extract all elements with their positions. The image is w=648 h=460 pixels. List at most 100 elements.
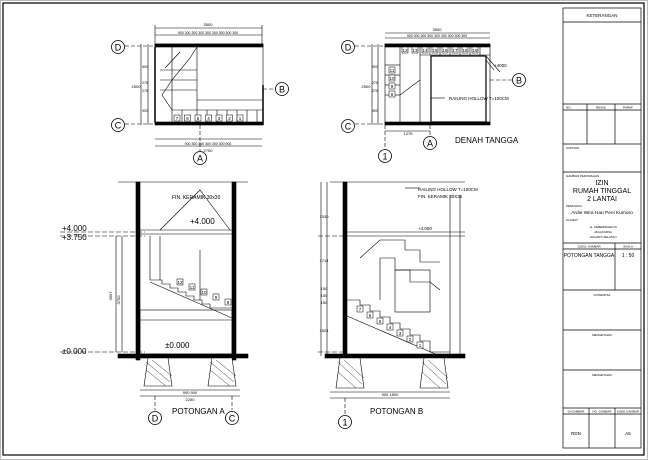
tb-kode-gambar: KODE GAMBAR — [617, 410, 640, 414]
step-marker-box — [431, 46, 439, 54]
step-marker: 4 — [389, 325, 392, 330]
tb-project-title-2: RUMAH TINGGAL — [573, 188, 631, 195]
tb-kode-val: A5 — [625, 431, 631, 436]
axis-bubble-b — [512, 73, 526, 87]
step-marker: 14 — [422, 48, 428, 53]
step-marker-box — [451, 46, 459, 54]
step-marker-box — [441, 46, 449, 54]
plan-title: DENAH TANGGA — [455, 136, 519, 145]
frame-border — [2, 2, 645, 456]
axis-bubble-d — [111, 40, 125, 54]
step-marker-box — [212, 293, 220, 301]
dim-left-2: 275 — [372, 81, 378, 85]
plan-right — [355, 32, 512, 150]
step-marker-box — [205, 114, 212, 122]
dim-left-6: 1524 — [320, 328, 330, 333]
tb-pemohon: Ardie Wira Hari Peni Kumoro — [571, 210, 633, 216]
dim-bottom: 900 900 — [183, 390, 198, 395]
step-marker: 1 — [239, 116, 242, 121]
axis-bubble-b — [275, 82, 289, 96]
dim-top-total: 3500 — [204, 22, 214, 27]
level-0-left: ±0.000 — [62, 347, 87, 356]
axis-label-c: C — [229, 414, 236, 424]
dim-bottom-total: 2250 — [186, 397, 196, 402]
dim-left-1: 1030 — [320, 214, 330, 219]
railing-note: RAILING HOLLOW T=100CM — [418, 187, 478, 192]
step-marker: 1 — [419, 343, 422, 348]
dim-v1: 3997 — [108, 291, 113, 301]
dim-left-4: 150 — [321, 293, 328, 298]
section-a-labels: FIN. KERAMIK 30x30 +4.000 +4.000 +3.750 … — [62, 195, 239, 425]
section-b-hatch — [337, 359, 449, 389]
step-marker-box — [176, 278, 184, 286]
step-marker: 10 — [201, 290, 207, 295]
step-marker: 3 — [399, 331, 402, 336]
step-marker: 2 — [409, 337, 412, 342]
axis-bubble-d — [341, 40, 355, 54]
plan-left-axes: D C B A 3500 900 300 300 300 300 300 300… — [111, 22, 289, 165]
step-marker-box — [224, 298, 232, 306]
step-marker-box — [184, 114, 191, 122]
axis-label-d: D — [115, 43, 122, 53]
section-a-hatch — [145, 359, 237, 387]
tb-project-title-3: 2 LANTAI — [587, 196, 617, 203]
tb-judul-label: JUDUL GAMBAR — [577, 245, 601, 249]
step-marker-box — [406, 335, 414, 343]
tb-judul: POTONGAN TANGGA — [564, 253, 615, 259]
level-0: ±0.000 — [165, 341, 190, 350]
tb-no-gambar: NO. GAMBAR — [592, 410, 612, 414]
step-marker: 18 — [462, 48, 468, 53]
axis-label-d: D — [152, 414, 159, 424]
step-marker: 10 — [389, 76, 395, 81]
step-marker: 11 — [390, 68, 395, 73]
step-marker-box — [388, 90, 396, 98]
axis-label-c: C — [345, 122, 352, 132]
tb-revisi: REVISI — [596, 106, 606, 110]
axis-label-a: A — [427, 139, 433, 149]
step-marker-box — [411, 46, 419, 54]
axis-bubble-a — [193, 151, 207, 165]
title-block — [562, 7, 642, 449]
tb-alamat-label: ALAMAT : — [566, 218, 580, 222]
dim-left-3: 150 — [321, 286, 328, 291]
tb-no: NO — [566, 106, 571, 110]
step-marker: 12 — [402, 48, 408, 53]
section-title: POTONGAN B — [370, 407, 423, 416]
tb-gambar-perumahan: GAMBAR PERUMAHAN : — [566, 174, 601, 178]
step-marker-box — [376, 317, 384, 325]
tb-di-gambar: DI GAMBAR — [568, 410, 586, 414]
tb-diperiksa: DI PERIKSA — [594, 293, 611, 297]
step-marker: 4 — [207, 116, 210, 121]
title-block-text: KETERANGAN NO REVISI PARAF CATATAN GAMBA… — [564, 13, 640, 436]
level-4000: +4.000 — [418, 226, 432, 231]
dim-bottom: 1275 — [404, 131, 414, 136]
tb-digambar-val: RDN — [571, 431, 581, 436]
step-marker-box — [173, 114, 181, 122]
step-marker-box — [200, 288, 208, 296]
level-4000: +4.000 — [62, 224, 87, 233]
step-marker: 6 — [186, 116, 189, 121]
axis-bubble-a — [423, 136, 437, 150]
axis-bubble-d — [148, 411, 162, 425]
step-marker-box — [461, 46, 469, 54]
step-marker-box — [421, 46, 429, 54]
step-marker: 15 — [432, 48, 438, 53]
step-marker-box — [226, 114, 233, 122]
step-marker: 5 — [197, 116, 200, 121]
plan-left — [125, 25, 276, 152]
axis-bubble-c — [225, 411, 239, 425]
axis-label-1: 1 — [342, 418, 347, 428]
step-marker-box — [386, 323, 394, 331]
tb-paraf: PARAF — [623, 106, 633, 110]
dim-left-3: 275 — [372, 89, 378, 93]
tb-project-title-1: IZIN — [595, 180, 608, 187]
step-marker-box — [388, 82, 396, 90]
axis-bubble-c — [341, 119, 355, 133]
dim-left-1: 900 — [372, 65, 378, 69]
dim-left-2: 1714 — [320, 258, 330, 263]
axis-label-c: C — [115, 121, 122, 131]
